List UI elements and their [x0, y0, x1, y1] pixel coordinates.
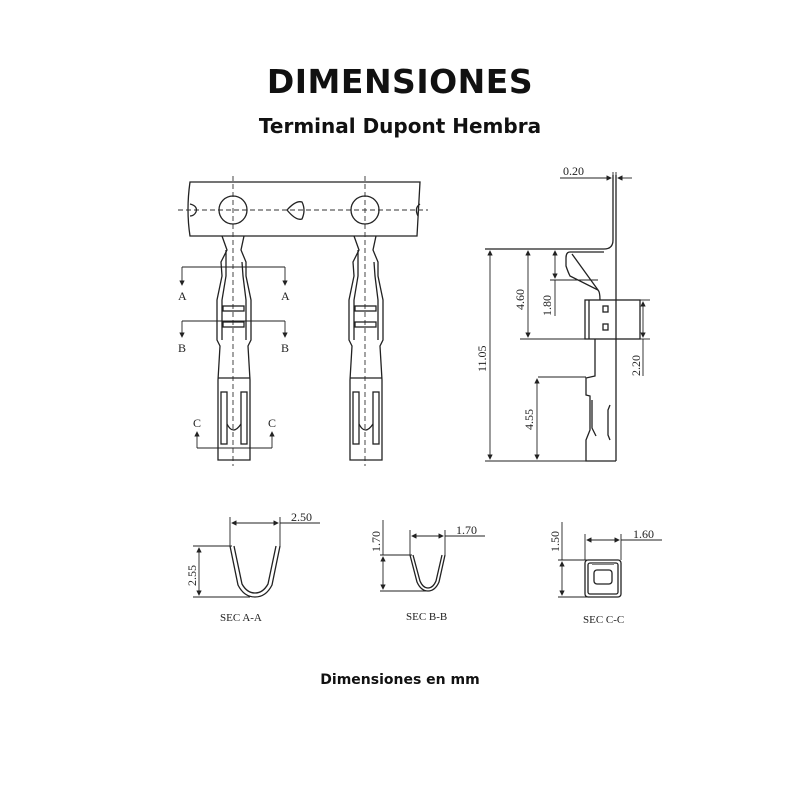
side-view: 0.20 11.05 4.60 1.80 2.20 4.55: [475, 164, 650, 462]
terminal-left: [216, 235, 252, 461]
carrier-strip: [187, 181, 421, 237]
svg-text:C: C: [193, 416, 201, 430]
svg-text:A: A: [178, 289, 187, 303]
section-a-a: 2.50 2.55 SEC A-A: [185, 510, 320, 624]
section-b-b: 1.70 1.70 SEC B-B: [369, 520, 485, 623]
svg-text:A: A: [281, 289, 290, 303]
dim-1-80: 1.80: [540, 295, 554, 316]
sec-c-label: SEC C-C: [583, 614, 624, 626]
sec-c-width: 1.60: [633, 527, 654, 541]
terminal-right: [348, 235, 384, 461]
pilot-hole: [218, 195, 248, 225]
sec-a-label: SEC A-A: [220, 612, 262, 624]
svg-text:B: B: [178, 341, 186, 355]
dim-thickness: 0.20: [563, 164, 584, 178]
front-view: A A B B C C: [178, 176, 428, 466]
dim-2-20: 2.20: [629, 355, 643, 376]
sec-c-height: 1.50: [548, 531, 562, 552]
section-c-c: 1.60 1.50 SEC C-C: [548, 522, 662, 626]
pilot-hole: [350, 195, 380, 225]
sec-b-height: 1.70: [369, 531, 383, 552]
svg-text:C: C: [268, 416, 276, 430]
dim-4-55: 4.55: [522, 409, 536, 430]
page-title: DIMENSIONES: [266, 62, 534, 101]
sec-b-width: 1.70: [456, 523, 477, 537]
sec-a-height: 2.55: [185, 565, 199, 586]
page-subtitle: Terminal Dupont Hembra: [258, 114, 542, 138]
units-note: Dimensiones en mm: [320, 672, 480, 688]
sec-a-width: 2.50: [291, 510, 312, 524]
dim-total-length: 11.05: [475, 345, 489, 372]
section-cut-a: A A: [178, 266, 290, 303]
svg-text:B: B: [281, 341, 289, 355]
section-cut-c: C C: [193, 416, 276, 449]
section-cut-b: B B: [178, 320, 289, 355]
sec-b-label: SEC B-B: [406, 611, 447, 623]
dim-4-60: 4.60: [513, 289, 527, 310]
